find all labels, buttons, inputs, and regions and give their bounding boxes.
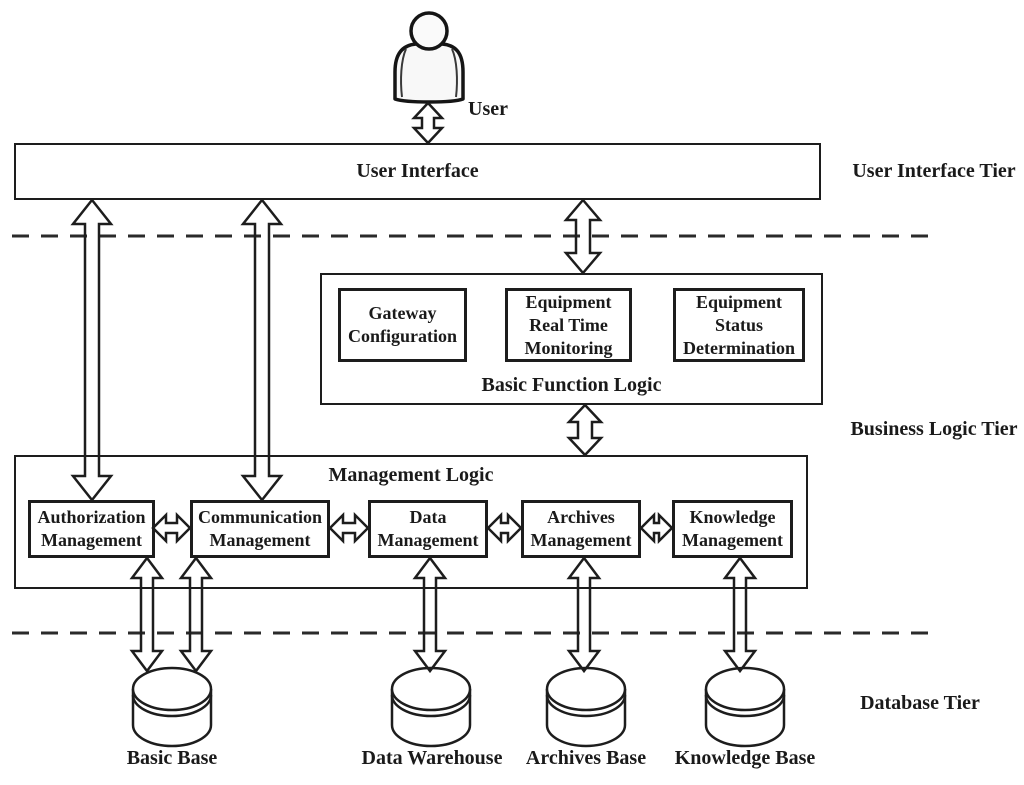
module-gateway-configuration: Gateway Configuration [338, 288, 467, 362]
module-equipment-real-time-monitoring: Equipment Real Time Monitoring [505, 288, 632, 362]
module-label-line: Archives [547, 507, 615, 527]
database-cylinder-basic-base-icon [131, 666, 213, 748]
user-label: User [468, 98, 508, 120]
user-interface-box-label: User Interface [356, 160, 479, 182]
database-label-basic-base: Basic Base [126, 747, 218, 769]
module-archives-management: Archives Management [521, 500, 641, 558]
module-label-line: Management [209, 530, 311, 550]
module-knowledge-management: Knowledge Management [672, 500, 793, 558]
database-cylinder-archives-base-icon [545, 666, 627, 748]
module-communication-management: Communication Management [190, 500, 330, 558]
module-label-line: Management [41, 530, 142, 550]
module-label-line: Monitoring [524, 337, 613, 358]
arrow-basic-function-to-management [566, 403, 604, 457]
module-label-line: Management [530, 530, 632, 550]
basic-function-logic-container [320, 273, 823, 405]
module-label-line: Equipment [695, 291, 783, 312]
database-label-data-warehouse: Data Warehouse [361, 747, 503, 769]
arrow-user-to-ui [411, 101, 445, 145]
basic-function-logic-label: Basic Function Logic [481, 374, 662, 396]
module-label-line: Equipment [525, 291, 612, 312]
user-icon [393, 11, 465, 104]
module-label-line: Management [682, 530, 783, 550]
module-equipment-status-determination: Equipment Status Determination [673, 288, 805, 362]
module-label-line: Management [377, 530, 479, 550]
arrow-archives-to-archives-base [566, 555, 602, 674]
arrow-communication-to-basic-base [178, 555, 214, 674]
arrow-data-to-data-warehouse [412, 555, 448, 674]
user-interface-box: User Interface [14, 143, 821, 200]
management-logic-label: Management Logic [328, 464, 494, 486]
management-logic-container [14, 455, 808, 589]
module-label-line: Real Time [529, 314, 608, 335]
module-label-line: Status [714, 314, 763, 335]
tier-label-user-interface: User Interface Tier [852, 160, 1016, 182]
module-label-line: Knowledge [689, 507, 776, 527]
module-data-management: Data Management [368, 500, 488, 558]
module-label-line: Configuration [347, 326, 457, 346]
database-cylinder-knowledge-base-icon [704, 666, 786, 748]
arrow-authorization-to-basic-base [129, 555, 165, 674]
module-label-line: Communication [197, 507, 322, 527]
tier-label-business-logic: Business Logic Tier [850, 418, 1018, 440]
arrow-knowledge-to-knowledge-base [722, 555, 758, 674]
module-label-line: Data [409, 507, 447, 527]
database-label-archives-base: Archives Base [525, 747, 647, 769]
module-label-line: Determination [683, 337, 795, 358]
database-label-knowledge-base: Knowledge Base [674, 747, 816, 769]
database-cylinder-data-warehouse-icon [390, 666, 472, 748]
module-authorization-management: Authorization Management [28, 500, 155, 558]
module-label-line: Gateway [368, 303, 437, 323]
tier-label-database: Database Tier [860, 692, 980, 714]
module-label-line: Authorization [37, 507, 146, 527]
